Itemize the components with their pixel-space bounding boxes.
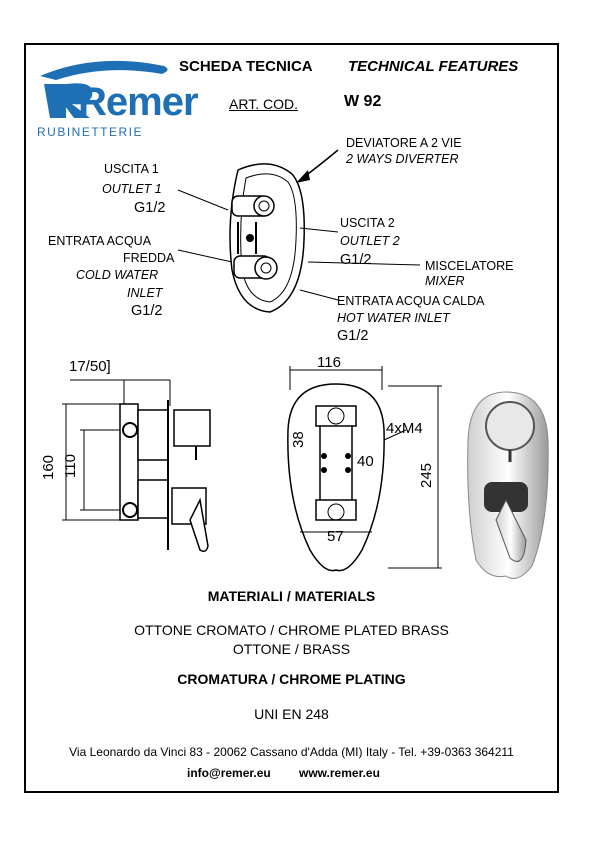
label-outlet2-it: USCITA 2 <box>340 216 395 230</box>
label-outlet2-size: G1/2 <box>340 252 372 268</box>
dim-plate-height: 245 <box>418 462 435 488</box>
label-diverter-it: DEVIATORE A 2 VIE <box>346 136 462 150</box>
product-photo <box>467 391 549 579</box>
label-hot-en: HOT WATER INLET <box>337 311 450 325</box>
label-outlet1-en: OUTLET 1 <box>102 182 162 196</box>
materials-line-2: OTTONE / BRASS <box>232 641 351 657</box>
label-cold-it-1: ENTRATA ACQUA <box>48 234 152 248</box>
dim-40: 40 <box>357 453 374 470</box>
label-mixer-en: MIXER <box>425 274 465 288</box>
side-view-drawing <box>62 379 211 553</box>
plating-heading: CROMATURA / CHROME PLATING <box>177 671 406 687</box>
dim-screws: 4xM4 <box>386 420 423 437</box>
label-outlet2-en: OUTLET 2 <box>340 234 400 248</box>
label-diverter-en: 2 WAYS DIVERTER <box>346 152 459 166</box>
label-cold-size: G1/2 <box>131 303 163 319</box>
label-cold-en-1: COLD WATER <box>76 268 159 282</box>
footer-address: Via Leonardo da Vinci 83 - 20062 Cassano… <box>69 745 514 759</box>
label-outlet1-size: G1/2 <box>134 200 166 216</box>
standard-text: UNI EN 248 <box>254 706 329 722</box>
art-code-label: ART. COD. <box>229 96 298 112</box>
dim-height-total: 160 <box>40 454 57 480</box>
label-hot-it: ENTRATA ACQUA CALDA <box>337 294 485 308</box>
dim-width: 116 <box>317 354 341 371</box>
label-outlet1-it: USCITA 1 <box>104 162 159 176</box>
label-hot-size: G1/2 <box>337 328 369 344</box>
dim-38: 38 <box>290 431 307 448</box>
title-italian: SCHEDA TECNICA <box>179 58 313 75</box>
page-frame <box>24 43 559 793</box>
footer-email-link[interactable]: info@remer.eu <box>187 766 271 780</box>
footer-web-link[interactable]: www.remer.eu <box>299 766 380 780</box>
title-english: TECHNICAL FEATURES <box>348 58 519 75</box>
logo-brand: Remer <box>78 80 199 124</box>
label-mixer-it: MISCELATORE <box>425 259 514 273</box>
dim-57: 57 <box>327 528 344 545</box>
art-code-value: W 92 <box>344 93 382 110</box>
label-cold-it-2: FREDDA <box>123 251 175 265</box>
label-cold-en-2: INLET <box>127 286 163 300</box>
logo-swoosh-icon <box>40 60 168 118</box>
front-view-drawing <box>287 366 442 572</box>
dim-height-axis: 110 <box>62 454 79 478</box>
materials-heading: MATERIALI / MATERIALS <box>207 588 376 604</box>
dim-depth: 17/50] <box>69 358 111 375</box>
materials-line-1: OTTONE CROMATO / CHROME PLATED BRASS <box>134 622 449 638</box>
logo-subtitle: RUBINETTERIE <box>37 125 144 139</box>
product-exploded-illustration <box>229 163 305 313</box>
